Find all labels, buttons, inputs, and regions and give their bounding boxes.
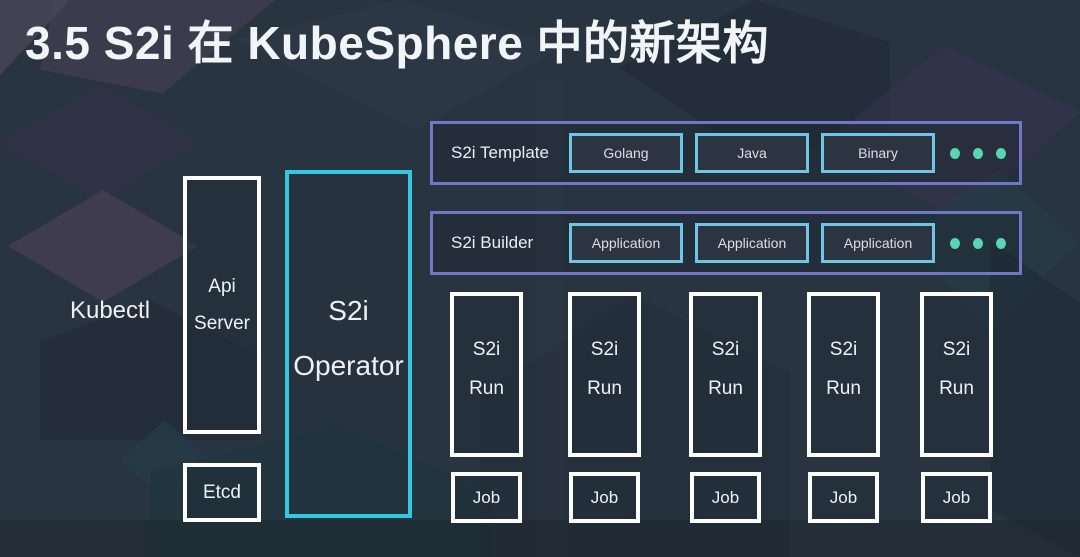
template-item-golang: Golang (569, 133, 683, 173)
s2i-run-box: S2i Run (568, 292, 641, 457)
ellipsis-dot (996, 237, 1006, 249)
api-server-box: Api Server (183, 176, 261, 434)
run-label-line1: S2i (829, 339, 858, 360)
job-box: Job (921, 472, 992, 523)
s2i-builder-label: S2i Builder (451, 233, 534, 252)
page-title: 3.5 S2i 在 KubeSphere 中的新架构 (25, 17, 770, 69)
api-server-label-line2: Server (194, 312, 250, 334)
bg-cube-face (990, 240, 1080, 557)
job-box: Job (451, 472, 522, 523)
operator-label-line1: S2i (328, 294, 369, 326)
s2i-template-row: S2i Template Golang Java Binary (430, 121, 1022, 185)
run-label-line1: S2i (472, 339, 501, 360)
template-item-java: Java (695, 133, 809, 173)
s2i-operator-box: S2i Operator (285, 170, 412, 518)
run-label-line1: S2i (711, 339, 740, 360)
job-box: Job (569, 472, 640, 523)
template-item-binary: Binary (821, 133, 935, 173)
job-label: Job (590, 487, 619, 507)
ellipsis-dot (950, 147, 960, 159)
run-label-line1: S2i (590, 339, 619, 360)
ellipsis-dot (973, 237, 983, 249)
builder-item-application: Application (695, 223, 809, 263)
job-label: Job (829, 487, 858, 507)
builder-item-application: Application (569, 223, 683, 263)
run-label-line2: Run (708, 378, 743, 399)
ellipsis-dot (950, 237, 960, 249)
bg-cube-face (8, 190, 198, 302)
run-label-line2: Run (469, 378, 504, 399)
s2i-run-box: S2i Run (920, 292, 993, 457)
run-label-line2: Run (826, 378, 861, 399)
operator-label-line2: Operator (293, 349, 404, 381)
s2i-template-label: S2i Template (451, 143, 549, 162)
ellipsis-dot (996, 147, 1006, 159)
bg-cube-face (0, 520, 1080, 557)
api-server-label-line1: Api (208, 275, 236, 297)
job-box: Job (808, 472, 879, 523)
builder-item-application: Application (821, 223, 935, 263)
run-label-line2: Run (939, 378, 974, 399)
job-label: Job (472, 487, 501, 507)
kubectl-label: Kubectl (69, 297, 151, 324)
more-items-ellipsis (950, 237, 1006, 249)
job-label: Job (711, 487, 740, 507)
s2i-run-box: S2i Run (450, 292, 523, 457)
etcd-box: Etcd (183, 463, 261, 522)
bg-cube-face (0, 85, 200, 200)
ellipsis-dot (973, 147, 983, 159)
etcd-label: Etcd (202, 481, 242, 503)
run-label-line2: Run (587, 378, 622, 399)
s2i-run-box: S2i Run (689, 292, 762, 457)
job-label: Job (942, 487, 971, 507)
s2i-run-box: S2i Run (807, 292, 880, 457)
run-label-line1: S2i (942, 339, 971, 360)
job-box: Job (690, 472, 761, 523)
s2i-builder-row: S2i Builder Application Application Appl… (430, 211, 1022, 275)
more-items-ellipsis (950, 147, 1006, 159)
